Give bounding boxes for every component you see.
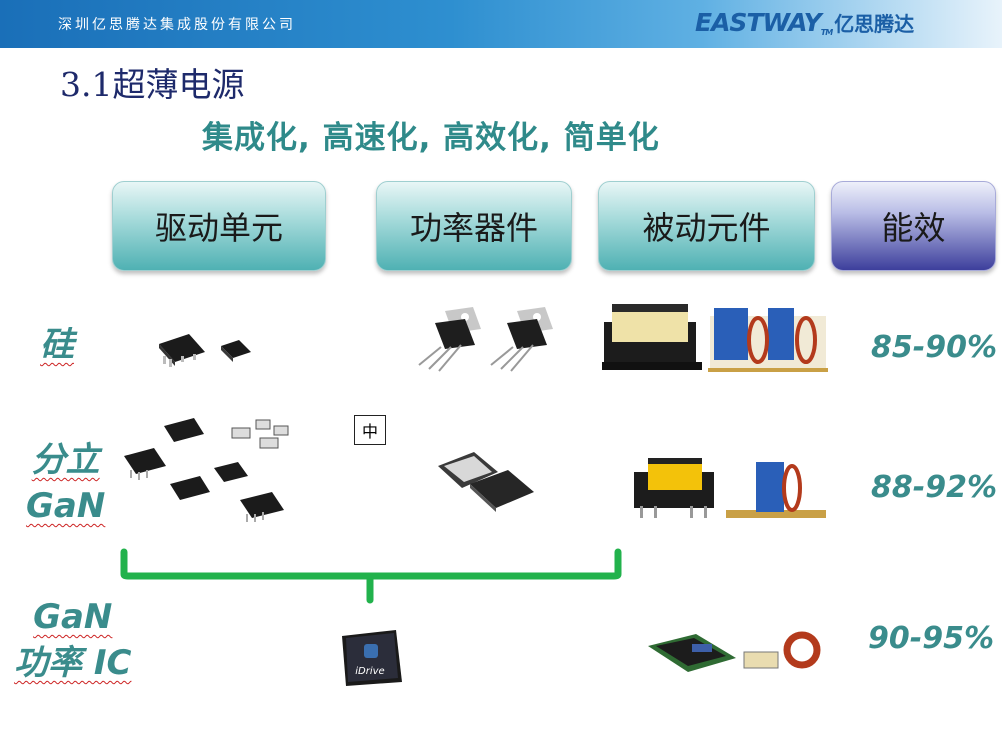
slide-title: 3.1超薄电源 [60, 65, 245, 104]
si-power-transistors-image [418, 307, 553, 372]
zhong-marker: 中 [354, 415, 386, 445]
gan-driver-chips-image [124, 418, 289, 522]
category-power-device: 功率器件 [376, 181, 572, 271]
row-label-silicon: 硅 [40, 322, 74, 368]
row-label-gan-power-ic: GaN 功率 IC [14, 594, 131, 686]
logo-text: EASTWAY [695, 8, 822, 37]
category-efficiency: 能效 [831, 181, 996, 271]
gan-passive-components-image [634, 458, 826, 518]
row-label-discrete-gan-line1: 分立 [31, 440, 100, 480]
idrive-chip-label: iDrive [355, 666, 384, 677]
slide-subtitle: 集成化, 高速化, 高效化, 简单化 [202, 120, 660, 156]
logo-trademark: TM [820, 28, 833, 37]
gan-power-devices-image [438, 452, 534, 512]
header-bar [0, 0, 1002, 48]
si-driver-chips-image [159, 334, 251, 367]
efficiency-silicon: 85-90% [871, 330, 998, 365]
row-label-discrete-gan-line2: GaN [26, 486, 106, 526]
integration-bracket [120, 548, 622, 604]
row-label-gan-power-ic-line2: 功率 IC [14, 643, 132, 683]
row-label-gan-power-ic-line1: GaN [33, 597, 113, 637]
si-passive-components-image [602, 304, 828, 372]
category-passive-component: 被动元件 [598, 181, 815, 271]
efficiency-discrete-gan: 88-92% [871, 470, 998, 505]
idrive-gan-ic-image: iDrive [342, 630, 402, 686]
category-drive-unit: 驱动单元 [112, 181, 326, 271]
efficiency-gan-power-ic: 90-95% [868, 621, 995, 656]
row-label-silicon-text: 硅 [40, 325, 74, 365]
gan-ic-passive-components-image [648, 631, 821, 672]
logo-chinese: 亿思腾达 [834, 12, 915, 36]
company-name: 深圳亿思腾达集成股份有限公司 [58, 17, 296, 33]
row-label-discrete-gan: 分立 GaN [26, 437, 105, 529]
